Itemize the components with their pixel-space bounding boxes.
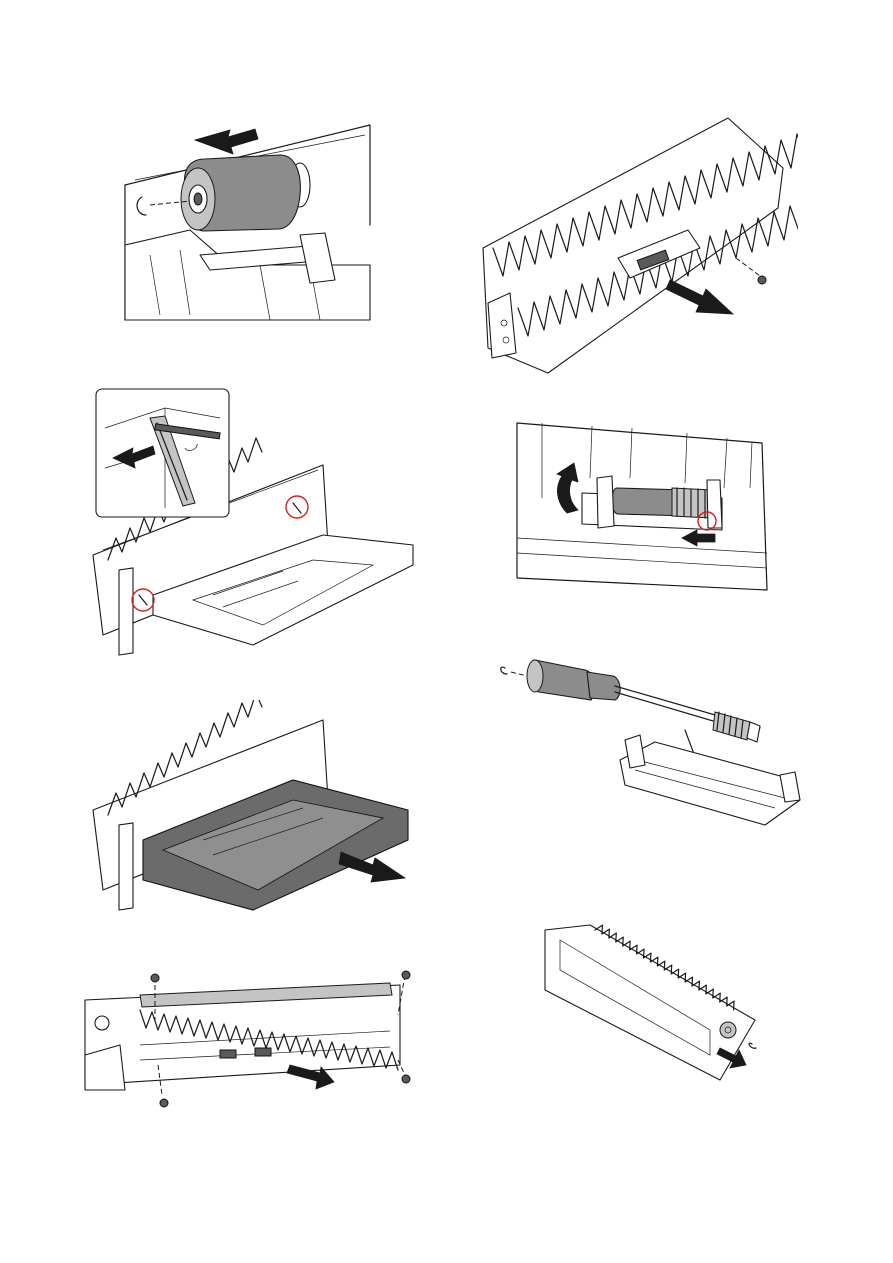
unit-screws-illustration (80, 965, 420, 1110)
tray-removal-illustration (83, 700, 418, 915)
holder-release-illustration (512, 418, 770, 593)
figure-guide-unit (478, 108, 798, 378)
screw-bottom-left (160, 1099, 168, 1107)
screw-top-right (402, 971, 410, 979)
inset-hook-detail (95, 388, 230, 518)
pull-down-arrow (666, 280, 733, 314)
pull-left-arrow (195, 129, 258, 154)
hook-detail-illustration (95, 388, 230, 518)
roller-exploded-illustration (495, 650, 810, 835)
screw-bottom-right (402, 1075, 410, 1083)
figure-holder-release (512, 418, 770, 593)
roller-removal-illustration (120, 115, 375, 325)
push-left-arrow (682, 530, 715, 546)
guide-unit-illustration (478, 108, 798, 378)
figure-roller-removal (120, 115, 375, 325)
transport-unit-illustration (540, 920, 770, 1090)
screw-top-left (151, 974, 159, 982)
figure-unit-screws (80, 965, 420, 1110)
figure-transport-unit (540, 920, 770, 1090)
lift-arrow (557, 463, 578, 513)
screw-guide (758, 276, 766, 284)
figure-roller-exploded (495, 650, 810, 835)
gear (720, 1022, 736, 1038)
figure-tray-removal (83, 700, 418, 915)
